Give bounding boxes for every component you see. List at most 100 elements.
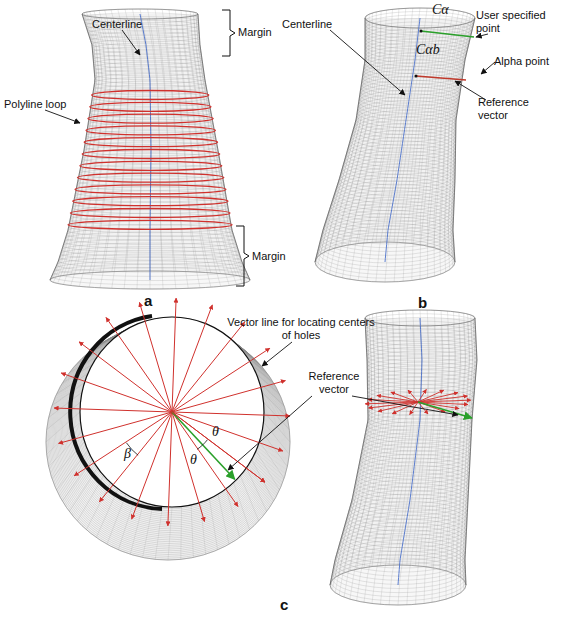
mesh-line — [175, 10, 211, 273]
mesh-line — [380, 310, 407, 565]
panel-letter: b — [418, 294, 427, 311]
mesh-line — [320, 22, 369, 270]
mesh-line — [140, 9, 151, 271]
tube-silhouette — [465, 318, 477, 585]
mesh-line — [336, 11, 382, 248]
hole-vector — [79, 342, 172, 412]
leader-arrow — [330, 30, 405, 95]
panel-letter: a — [144, 292, 152, 309]
mesh-line — [332, 316, 369, 580]
mesh-line — [372, 311, 401, 567]
tube-silhouette — [315, 18, 365, 262]
mesh-line — [376, 8, 413, 242]
leader-arrow — [352, 396, 458, 415]
mesh-line — [330, 318, 368, 585]
mesh-line — [407, 326, 429, 605]
mesh-line — [331, 317, 369, 582]
hole-vector — [172, 348, 270, 412]
mesh-line — [376, 28, 413, 282]
mesh-line — [246, 468, 266, 512]
mesh-line — [316, 17, 366, 260]
polyline-loop — [82, 150, 220, 159]
callout-label: Centerline — [282, 18, 332, 31]
hole-vector — [172, 412, 238, 507]
hole-vector — [168, 412, 172, 526]
mesh-ring — [80, 317, 264, 507]
hole-vector — [408, 390, 418, 402]
hole-vector — [61, 373, 172, 412]
tube-a — [50, 9, 250, 289]
tube-silhouette — [198, 14, 250, 280]
tube-silhouette — [330, 318, 368, 585]
polyline-loop — [86, 126, 215, 135]
polyline-loop — [68, 220, 232, 229]
lumen-disk — [80, 317, 264, 507]
mesh-line — [50, 14, 95, 280]
mesh-line — [112, 19, 129, 289]
mesh-line — [143, 505, 153, 557]
mesh-line — [336, 25, 382, 276]
mesh-line — [218, 494, 229, 544]
hole-vector — [418, 393, 458, 402]
tube-surface — [315, 18, 475, 262]
center-point — [415, 75, 418, 78]
hole-vector — [172, 298, 176, 412]
mesh-line — [446, 312, 461, 571]
mesh-line — [424, 311, 443, 567]
mesh-line — [432, 311, 449, 568]
mesh-line — [424, 325, 443, 603]
margin-bracket — [222, 10, 235, 56]
mesh-line — [180, 506, 182, 559]
mesh-line — [372, 325, 401, 603]
mesh-line — [198, 13, 250, 278]
mesh-line — [107, 494, 126, 544]
leader-arrow — [262, 342, 292, 366]
mesh-line — [394, 28, 427, 282]
callout-label: Polyline loop — [4, 98, 66, 111]
mesh-line — [460, 321, 473, 593]
mesh-line — [398, 310, 422, 565]
polyline-loop — [77, 173, 223, 182]
tube-b — [315, 8, 475, 282]
mesh-line — [357, 324, 389, 601]
polyline-loop — [90, 102, 211, 111]
tube-c — [330, 310, 477, 605]
hole-vector — [132, 412, 172, 519]
hole-vector — [172, 322, 245, 412]
mesh-line — [416, 310, 437, 565]
mesh-line — [89, 10, 116, 273]
angle-label: β — [124, 446, 131, 462]
reference-vector — [416, 76, 466, 80]
mesh-line — [428, 26, 454, 278]
reference-vector — [418, 402, 472, 418]
mesh-line — [191, 505, 193, 557]
mesh-line — [234, 483, 250, 530]
leader-arrow — [476, 34, 488, 37]
leader-arrow — [481, 62, 495, 74]
mesh-line — [118, 499, 134, 550]
mesh-line — [380, 326, 407, 605]
mesh-line — [317, 15, 366, 256]
mesh-line — [100, 10, 122, 273]
mesh-line — [329, 24, 376, 274]
leader-arrow — [45, 110, 80, 123]
mesh-line — [53, 15, 96, 282]
callout-label: Alpha point — [494, 55, 564, 68]
mesh-line — [124, 9, 136, 271]
hole-vector — [172, 412, 265, 482]
panel-letter: c — [280, 596, 288, 613]
mesh-line — [385, 8, 420, 242]
point-label: Cαb — [416, 42, 440, 58]
margin-bracket — [236, 226, 249, 286]
angle-label: θ — [212, 424, 219, 440]
tube-silhouette — [50, 14, 95, 280]
tube-silhouette — [453, 18, 475, 262]
mesh-line — [169, 18, 200, 287]
mesh-line — [403, 28, 434, 282]
mesh-line — [169, 10, 200, 273]
mesh-line — [226, 489, 240, 538]
mesh-line — [186, 11, 229, 275]
callout-label: Vector line for locating centers of hole… — [226, 316, 376, 341]
hole-vector — [172, 412, 265, 482]
